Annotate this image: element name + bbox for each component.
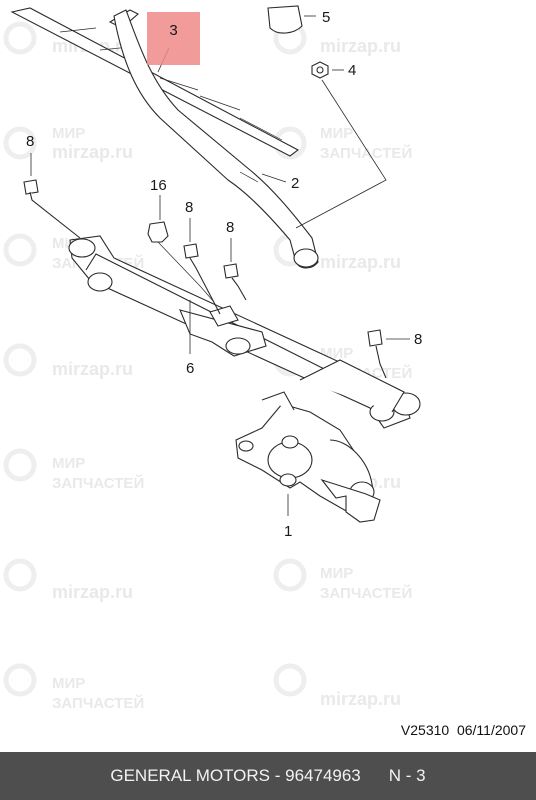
watermark-text: mirzap.ru — [52, 359, 133, 379]
watermark-logo-icon — [3, 21, 307, 697]
diagram-reference: V25310 06/11/2007 — [400, 722, 526, 738]
footer-brand: GENERAL MOTORS — [110, 766, 271, 785]
leader-lines — [30, 15, 410, 516]
callout-16: 16 — [150, 177, 167, 194]
callout-1: 1 — [284, 523, 292, 540]
watermark-text: mirzap.ru — [320, 689, 401, 709]
watermark-text: МИР — [320, 565, 353, 582]
footer-separator: - — [270, 766, 286, 785]
watermark-text: mirzap.ru — [320, 252, 401, 272]
arm-cap — [267, 5, 303, 34]
watermark-text: mirzap.ru — [52, 582, 133, 602]
watermark-text: mirzap.ru — [320, 36, 401, 56]
watermark-text: ЗАПЧАСТЕЙ — [320, 144, 412, 162]
callout-8: 8 — [226, 219, 234, 236]
watermark-text: МИР — [52, 675, 85, 692]
callout-2: 2 — [291, 175, 299, 192]
footer-group: N - 3 — [388, 766, 426, 785]
mounting-bolt — [23, 179, 81, 239]
watermark-text: ЗАПЧАСТЕЙ — [52, 694, 144, 712]
callout-5: 5 — [322, 9, 330, 26]
wiper-linkage-diagram: mirzap.ru mirzap.ru МИР mirzap.ru МИР ЗА… — [3, 5, 422, 712]
wiper-linkage — [68, 235, 421, 429]
callout-4: 4 — [348, 62, 356, 79]
watermark-text: МИР — [320, 125, 353, 142]
callout-8: 8 — [26, 133, 34, 150]
mounting-bolt — [367, 329, 387, 379]
callout-labels: 2 4 5 6 1 8 16 8 8 8 — [26, 9, 422, 540]
callout-3: 3 — [169, 22, 178, 39]
callout-8: 8 — [414, 331, 422, 348]
footer-part-number: 96474963 — [285, 766, 361, 785]
watermark-text: ЗАПЧАСТЕЙ — [320, 584, 412, 602]
watermark-text: МИР — [52, 125, 85, 142]
footer-bar: GENERAL MOTORS - 96474963 N - 3 — [0, 752, 536, 800]
watermark-text: mirzap.ru — [52, 142, 133, 162]
wiper-motor — [235, 391, 381, 523]
mounting-bolt — [223, 263, 247, 301]
callout-8: 8 — [185, 199, 193, 216]
watermark-text: МИР — [52, 455, 85, 472]
rubber-grommet — [147, 221, 215, 303]
watermark-text: ЗАПЧАСТЕЙ — [52, 474, 144, 492]
highlighted-part-marker — [147, 12, 200, 65]
callout-6: 6 — [186, 360, 194, 377]
arm-nut — [311, 61, 329, 79]
wiper-arm — [113, 9, 319, 269]
